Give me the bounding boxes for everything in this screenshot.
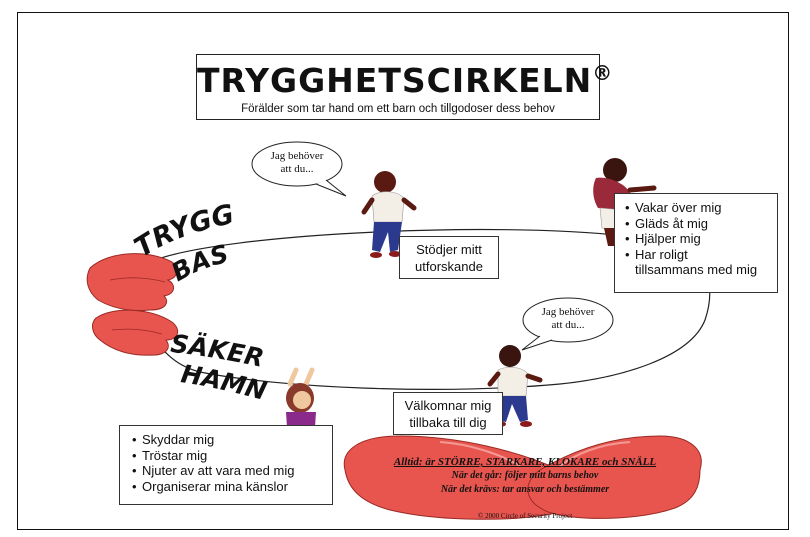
speech-bubble-top (251, 141, 347, 197)
list-item: Har roligt (625, 247, 773, 263)
page-title: TRYGGHETSCIRKELN® (197, 61, 614, 100)
copyright-text: © 2000 Circle of Security Project (478, 512, 573, 520)
title-box: TRYGGHETSCIRKELN® Förälder som tar hand … (196, 54, 614, 120)
speech-bubble-bottom (521, 297, 614, 351)
needs-returning-list: Skyddar mig Tröstar mig Njuter av att va… (119, 425, 333, 505)
list-item: Hjälper mig (625, 231, 773, 247)
left-lower-hand-icon (92, 309, 179, 356)
page-subtitle: Förälder som tar hand om ett barn och ti… (241, 103, 555, 115)
list-item: Njuter av att vara med mig (132, 463, 328, 479)
left-upper-hand-icon (86, 253, 178, 311)
list-item: Vakar över mig (625, 200, 773, 216)
list-item: Organiserar mina känslor (132, 479, 328, 495)
registered-mark: ® (592, 61, 614, 85)
hands-statement: Alltid: är STÖRRE, STARKARE, KLOKARE och… (393, 456, 657, 495)
needs-exploring-list: Vakar över mig Gläds åt mig Hjälper mig … (614, 193, 778, 293)
list-item: Tröstar mig (132, 448, 328, 464)
security-circle-path (141, 228, 711, 390)
child-returning-icon (487, 345, 543, 427)
list-item: tillsammans med mig (635, 262, 758, 277)
child-exploring-icon (361, 171, 417, 258)
list-item: Skyddar mig (132, 432, 328, 448)
list-item: Gläds åt mig (625, 216, 773, 232)
bottom-hands-icon (343, 435, 702, 520)
